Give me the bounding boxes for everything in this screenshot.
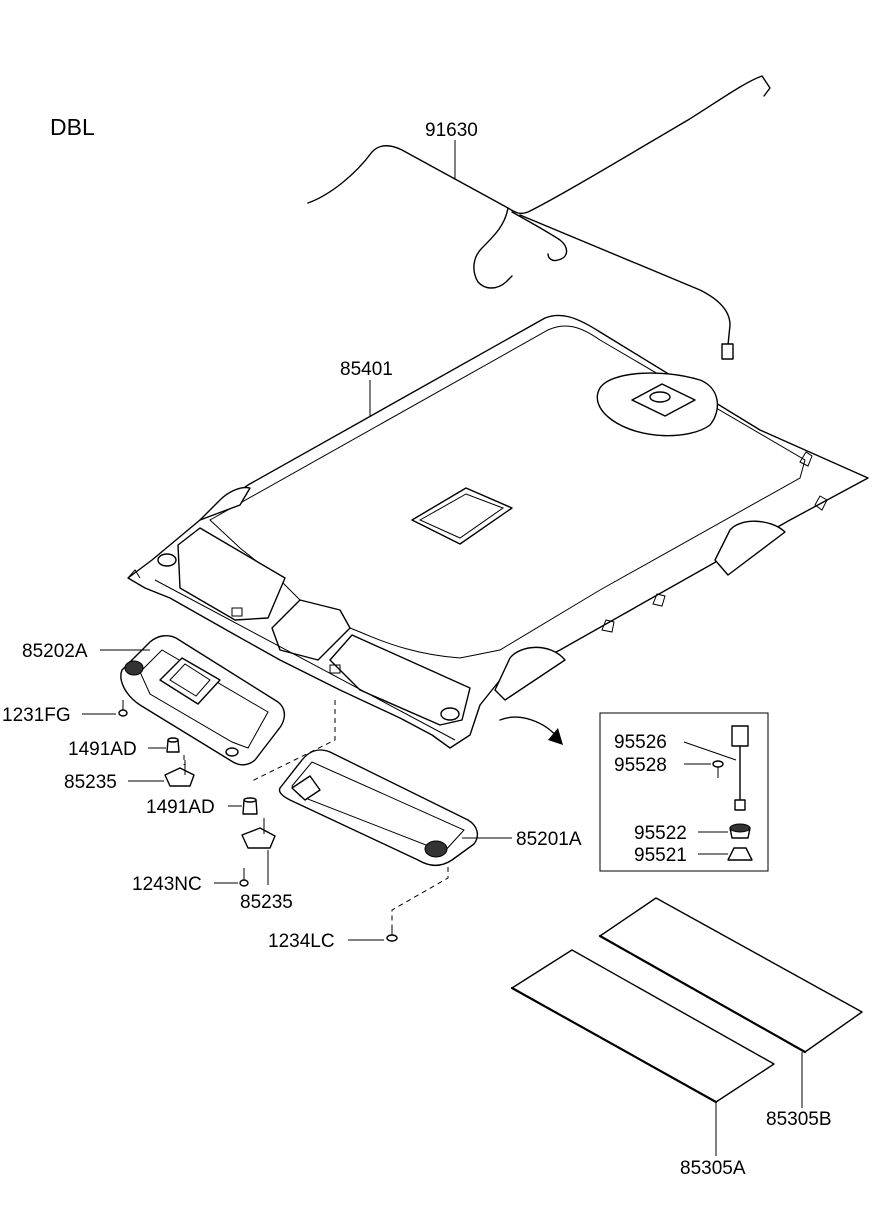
callout-arrow <box>499 716 559 739</box>
bracket-85235-upper[interactable] <box>164 760 195 787</box>
clip-1491ad-lower[interactable] <box>242 797 258 815</box>
label-95528: 95528 <box>614 755 667 776</box>
label-91630: 91630 <box>425 120 478 141</box>
label-95521: 95521 <box>634 845 687 866</box>
label-85305a: 85305A <box>680 1158 746 1179</box>
variant-label: DBL <box>50 114 95 140</box>
screw-1234lc[interactable] <box>386 928 398 942</box>
lamp-holder[interactable] <box>729 823 751 839</box>
sunvisor-right[interactable] <box>278 749 479 866</box>
wiring-harness[interactable] <box>307 75 771 360</box>
pad-85305b[interactable] <box>598 897 863 1054</box>
label-1491ad-upper: 1491AD <box>68 739 137 760</box>
label-85235-lower: 85235 <box>240 892 293 913</box>
label-85202a: 85202A <box>22 641 88 662</box>
label-1491ad-lower: 1491AD <box>146 797 215 818</box>
label-85401: 85401 <box>340 359 393 380</box>
lamp-nut[interactable] <box>727 847 753 861</box>
pad-85305a[interactable] <box>510 949 775 1104</box>
label-85201a: 85201A <box>516 829 582 850</box>
bracket-85235-lower[interactable] <box>241 818 276 849</box>
label-1243nc: 1243NC <box>132 874 202 895</box>
screw-1231fg[interactable] <box>118 700 128 717</box>
label-95526: 95526 <box>614 732 667 753</box>
lamp-assembly[interactable] <box>731 725 749 811</box>
assembly-line-1 <box>249 700 336 783</box>
label-1231fg: 1231FG <box>2 705 71 726</box>
lamp-inset-box <box>599 712 769 872</box>
label-95522: 95522 <box>634 823 687 844</box>
screw-1243nc[interactable] <box>239 868 249 887</box>
clip-1491ad-upper[interactable] <box>166 737 180 753</box>
assembly-line-3 <box>391 858 449 928</box>
lamp-screw[interactable] <box>712 760 724 778</box>
harness-connector <box>721 343 734 360</box>
label-85305b: 85305B <box>766 1109 832 1130</box>
headlining[interactable] <box>127 314 869 749</box>
sunvisor-left[interactable] <box>120 634 286 766</box>
label-85235-upper: 85235 <box>64 772 117 793</box>
label-1234lc: 1234LC <box>268 931 335 952</box>
